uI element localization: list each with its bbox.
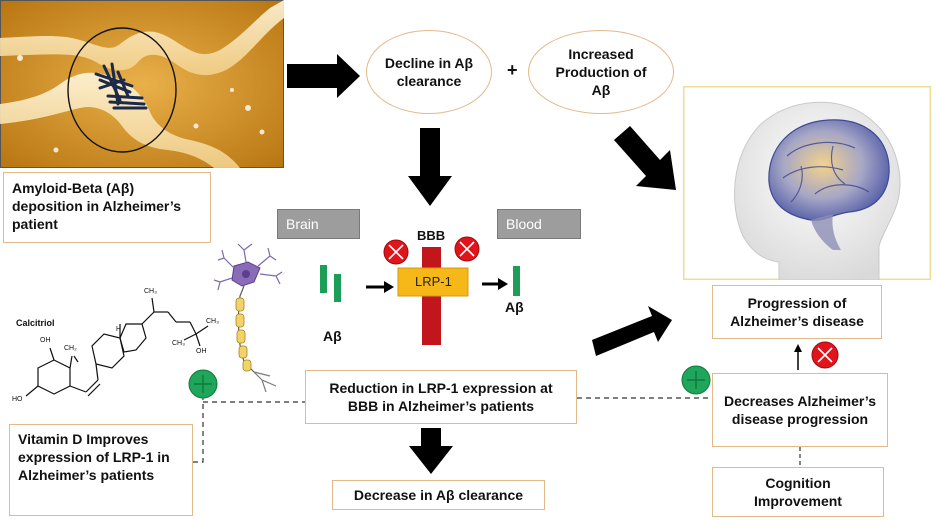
inhibit-icon-right xyxy=(454,236,480,262)
brain-image xyxy=(683,86,931,280)
calcitriol-oh-right: OH xyxy=(196,348,207,355)
arrow-decline-down xyxy=(408,128,452,206)
plus-sign: + xyxy=(507,60,518,80)
lrp1-receptor xyxy=(397,267,469,297)
amyloid-peptide-left-icon xyxy=(320,265,341,302)
decrease-clearance-text: Decrease in Aβ clearance xyxy=(353,487,524,503)
calcitriol-ch2: CH₂ xyxy=(64,345,77,352)
calcitriol-ho-bottom: HO xyxy=(12,396,23,403)
amyloid-synapse-image xyxy=(0,0,284,168)
decreases-progression-box: Decreases Alzheimer’s disease progressio… xyxy=(712,373,888,447)
arrow-production-to-brain xyxy=(614,126,676,190)
amyloid-beta-left-label: Aβ xyxy=(323,328,342,344)
calcitriol-ch3-a: CH₃ xyxy=(144,288,157,295)
increased-production-text: Increased Production of Aβ xyxy=(555,46,647,98)
vitamin-d-text: Vitamin D Improves expression of LRP-1 i… xyxy=(18,431,170,483)
calcitriol-label: Calcitriol xyxy=(16,318,55,328)
reduction-lrp1-text: Reduction in LRP-1 expression at BBB in … xyxy=(329,380,553,414)
inhibit-icon-left xyxy=(383,239,409,265)
calcitriol-ch3-b: CH₃ xyxy=(172,340,185,347)
decreases-progression-text: Decreases Alzheimer’s disease progressio… xyxy=(723,393,877,427)
vitamin-d-box: Vitamin D Improves expression of LRP-1 i… xyxy=(9,424,193,516)
brain-compartment-label: Brain xyxy=(277,209,360,239)
arrow-image-to-decline xyxy=(287,54,360,98)
neuron-icon xyxy=(213,243,283,393)
cognition-box: Cognition Improvement xyxy=(712,467,884,517)
amyloid-peptide-right-icon xyxy=(513,266,520,296)
calcitriol-h: H xyxy=(116,326,122,333)
bbb-label: BBB xyxy=(417,228,446,243)
activate-icon-left xyxy=(188,369,218,399)
calcitriol-ch3-c: CH₃ xyxy=(206,318,219,325)
increased-production-ellipse: Increased Production of Aβ xyxy=(528,30,674,114)
blood-compartment-label: Blood xyxy=(497,209,581,239)
small-arrow-from-lrp1 xyxy=(482,278,508,290)
calcitriol-structure-icon xyxy=(25,297,209,397)
amyloid-deposition-text: Amyloid-Beta (Aβ) deposition in Alzheime… xyxy=(12,180,182,232)
lrp1-label: LRP-1 xyxy=(415,274,452,289)
amyloid-deposition-box: Amyloid-Beta (Aβ) deposition in Alzheime… xyxy=(3,172,211,243)
cognition-text: Cognition Improvement xyxy=(754,475,842,509)
up-arrow-to-progression xyxy=(794,344,802,370)
arrow-reduction-down xyxy=(409,428,453,474)
inhibit-icon-progression xyxy=(811,341,839,369)
activate-icon-right xyxy=(681,365,711,395)
decline-clearance-text: Decline in Aβ clearance xyxy=(384,55,474,89)
calcitriol-oh-top: OH xyxy=(40,337,51,344)
progression-box: Progression of Alzheimer’s disease xyxy=(712,285,882,339)
dashed-green-to-vitamin xyxy=(193,386,204,463)
progression-text: Progression of Alzheimer’s disease xyxy=(730,295,864,329)
amyloid-beta-right-label: Aβ xyxy=(505,299,524,315)
amyloid-fibrils-icon xyxy=(94,62,148,110)
small-arrow-to-lrp1 xyxy=(366,281,394,293)
decrease-clearance-box: Decrease in Aβ clearance xyxy=(332,480,545,510)
reduction-lrp1-box: Reduction in LRP-1 expression at BBB in … xyxy=(305,370,577,424)
arrow-reduction-to-progression xyxy=(592,306,672,356)
decline-clearance-ellipse: Decline in Aβ clearance xyxy=(366,30,492,114)
